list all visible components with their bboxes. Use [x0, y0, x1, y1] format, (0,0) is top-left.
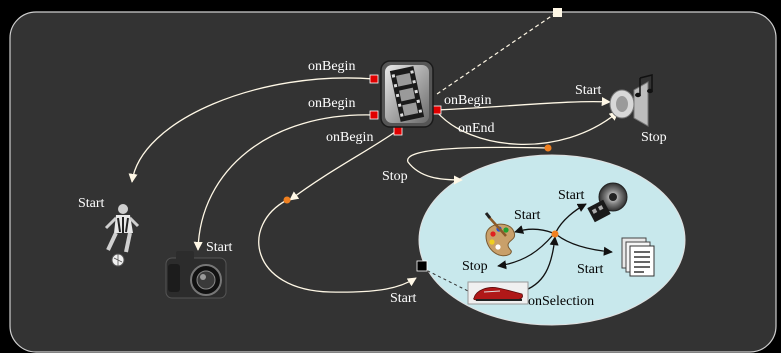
label-ellipse-start: Start	[390, 291, 417, 306]
dashed-to-shoe	[421, 267, 471, 293]
label-inner-film-start: Start	[558, 188, 585, 203]
label-onbegin-1: onBegin	[308, 59, 355, 74]
film-reel-icon[interactable]	[587, 182, 628, 223]
port-onbegin-4[interactable]	[393, 126, 403, 136]
arrow-hub-to-doc	[556, 234, 613, 256]
label-inner-paint-stop: Stop	[462, 259, 488, 274]
loop-to-start-square	[258, 199, 417, 293]
port-onbegin-1[interactable]	[369, 74, 379, 84]
label-inner-paint-start: Start	[514, 208, 541, 223]
label-camera-start: Start	[206, 240, 233, 255]
arrow-stop-to-ellipse	[407, 146, 549, 185]
document-icon[interactable]	[621, 237, 655, 277]
soccer-player-icon[interactable]	[104, 204, 140, 267]
label-onend: onEnd	[458, 121, 495, 136]
label-audio-stop: Stop	[641, 130, 667, 145]
label-onbegin-2: onBegin	[308, 96, 355, 111]
port-orange-onend[interactable]	[544, 144, 552, 152]
port-start-square[interactable]	[416, 260, 428, 272]
label-inner-doc-start: Start	[577, 262, 604, 277]
arrow-hub-to-stop	[497, 234, 554, 270]
label-audio-start: Start	[575, 83, 602, 98]
port-onbegin-2[interactable]	[369, 110, 379, 120]
port-orange-hub[interactable]	[551, 230, 559, 238]
label-soccer-start: Start	[78, 196, 105, 211]
port-orange-loop[interactable]	[283, 196, 291, 204]
arrow-to-soccer	[128, 77, 375, 183]
arrow-hub-to-palette	[514, 225, 554, 234]
video-filmstrip-icon[interactable]	[380, 60, 434, 128]
label-onselection: onSelection	[528, 294, 594, 309]
label-onbegin-4: onBegin	[326, 130, 373, 145]
arrow-onend-to-stop	[436, 111, 619, 146]
speaker-music-icon[interactable]	[609, 74, 653, 127]
label-ellipse-stop: Stop	[382, 169, 408, 184]
dashed-link	[436, 12, 557, 95]
arrow-to-camera	[193, 114, 375, 251]
port-onbegin-3[interactable]	[432, 105, 442, 115]
camera-icon[interactable]	[165, 251, 227, 299]
arrow-hub-to-film	[555, 203, 587, 233]
link-anchor-square	[553, 8, 562, 17]
arrow-onbegin-to-loop	[289, 129, 399, 201]
shoe-image-icon[interactable]	[467, 281, 529, 305]
paint-palette-icon[interactable]	[484, 212, 516, 257]
label-onbegin-3: onBegin	[444, 93, 491, 108]
arrow-to-speaker	[436, 97, 611, 111]
